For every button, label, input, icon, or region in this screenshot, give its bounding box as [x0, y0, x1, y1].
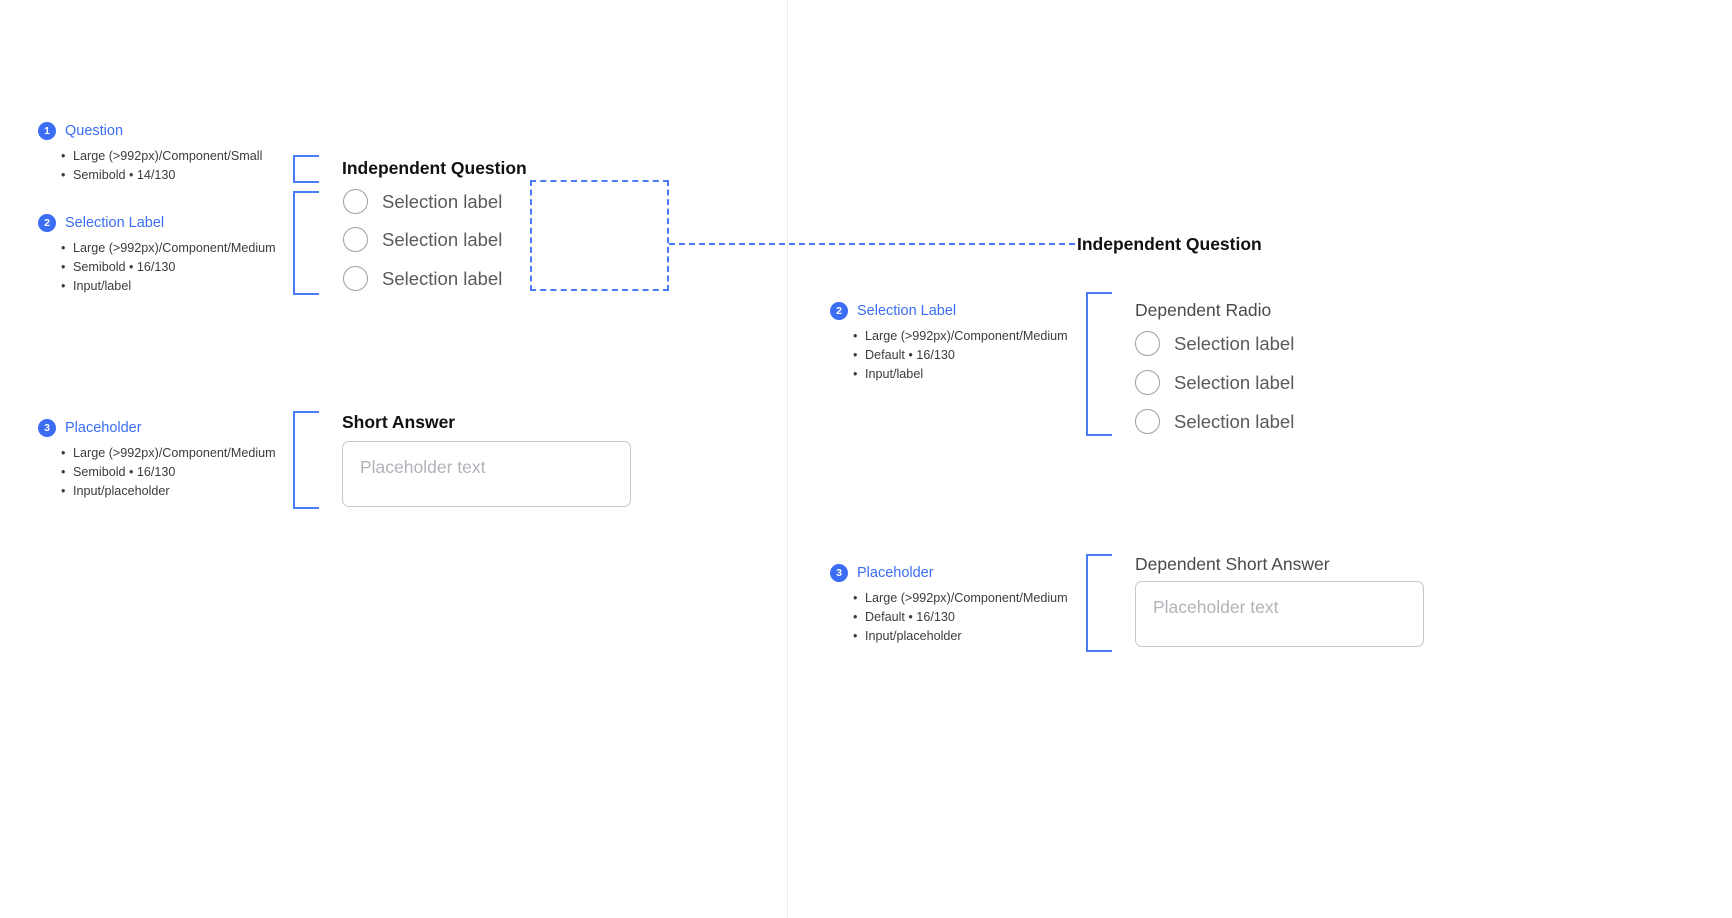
independent-question-title: Independent Question [342, 158, 527, 178]
radio-icon[interactable] [1135, 331, 1160, 356]
spec-list-item: Input/label [38, 277, 276, 296]
spec-title: Question [65, 123, 124, 139]
spec-list-item: Large (>992px)/Component/Medium [830, 327, 1068, 346]
radio-option[interactable]: Selection label [1135, 409, 1294, 434]
dependent-short-answer-label: Dependent Short Answer [1135, 554, 1330, 574]
radio-option[interactable]: Selection label [343, 189, 502, 214]
measure-bracket-dependent-placeholder [1086, 554, 1112, 652]
spec-list-item: Large (>992px)/Component/Small [38, 147, 262, 166]
spec-block-selection-label-dependent: 2 Selection Label Large (>992px)/Compone… [830, 302, 1068, 384]
spec-badge: 1 [38, 122, 56, 140]
spec-list-item: Input/placeholder [830, 627, 1068, 646]
spec-title: Placeholder [857, 565, 934, 581]
spec-badge: 2 [830, 302, 848, 320]
independent-question-title-right: Independent Question [1077, 234, 1262, 254]
dependent-radio-label: Dependent Radio [1135, 300, 1272, 320]
spec-list-item: Semibold • 14/130 [38, 166, 262, 185]
radio-option-label: Selection label [382, 267, 503, 289]
spec-list-item: Large (>992px)/Component/Medium [38, 444, 276, 463]
spec-item-list: Large (>992px)/Component/Small Semibold … [38, 147, 262, 185]
dependency-connector-line [669, 243, 1075, 245]
short-answer-placeholder: Placeholder text [360, 457, 486, 477]
spec-list-item: Large (>992px)/Component/Medium [830, 589, 1068, 608]
dependent-short-answer-placeholder: Placeholder text [1153, 597, 1279, 617]
spec-title: Selection Label [65, 215, 165, 231]
spec-list-item: Default • 16/130 [830, 346, 1068, 365]
panel-divider [787, 0, 788, 918]
spec-item-list: Large (>992px)/Component/Medium Semibold… [38, 444, 276, 501]
spec-list-item: Semibold • 16/130 [38, 258, 276, 277]
spec-title: Selection Label [857, 303, 957, 319]
spec-badge: 3 [38, 419, 56, 437]
spec-header: 3 Placeholder [830, 564, 1068, 582]
radio-option[interactable]: Selection label [343, 227, 502, 252]
short-answer-label: Short Answer [342, 412, 456, 432]
radio-option[interactable]: Selection label [343, 266, 502, 291]
spec-list-item: Semibold • 16/130 [38, 463, 276, 482]
spec-block-placeholder-dependent: 3 Placeholder Large (>992px)/Component/M… [830, 564, 1068, 646]
short-answer-input[interactable]: Placeholder text [342, 441, 631, 507]
radio-icon[interactable] [1135, 370, 1160, 395]
spec-block-placeholder: 3 Placeholder Large (>992px)/Component/M… [38, 419, 276, 501]
radio-option-label: Selection label [382, 228, 503, 250]
radio-option[interactable]: Selection label [1135, 370, 1294, 395]
spec-header: 3 Placeholder [38, 419, 276, 437]
radio-option[interactable]: Selection label [1135, 331, 1294, 356]
radio-option-label: Selection label [1174, 410, 1295, 432]
measure-bracket-dependent-radio [1086, 292, 1112, 436]
dependent-short-answer-input[interactable]: Placeholder text [1135, 581, 1424, 647]
spec-item-list: Large (>992px)/Component/Medium Semibold… [38, 239, 276, 296]
spec-list-item: Default • 16/130 [830, 608, 1068, 627]
spec-list-item: Input/placeholder [38, 482, 276, 501]
spec-item-list: Large (>992px)/Component/Medium Default … [830, 327, 1068, 384]
radio-option-label: Selection label [382, 190, 503, 212]
spec-block-question: 1 Question Large (>992px)/Component/Smal… [38, 122, 262, 185]
radio-option-label: Selection label [1174, 332, 1295, 354]
selection-highlight-box [530, 180, 669, 291]
spec-block-selection-label: 2 Selection Label Large (>992px)/Compone… [38, 214, 276, 296]
radio-icon[interactable] [1135, 409, 1160, 434]
spec-badge: 2 [38, 214, 56, 232]
radio-option-label: Selection label [1174, 371, 1295, 393]
spec-header: 2 Selection Label [38, 214, 276, 232]
spec-title: Placeholder [65, 420, 142, 436]
spec-list-item: Input/label [830, 365, 1068, 384]
spec-list-item: Large (>992px)/Component/Medium [38, 239, 276, 258]
spec-item-list: Large (>992px)/Component/Medium Default … [830, 589, 1068, 646]
spec-header: 1 Question [38, 122, 262, 140]
radio-icon[interactable] [343, 227, 368, 252]
radio-icon[interactable] [343, 266, 368, 291]
measure-bracket-placeholder [293, 411, 319, 509]
radio-icon[interactable] [343, 189, 368, 214]
spec-header: 2 Selection Label [830, 302, 1068, 320]
measure-bracket-question [293, 155, 319, 183]
spec-badge: 3 [830, 564, 848, 582]
measure-bracket-selection [293, 191, 319, 295]
